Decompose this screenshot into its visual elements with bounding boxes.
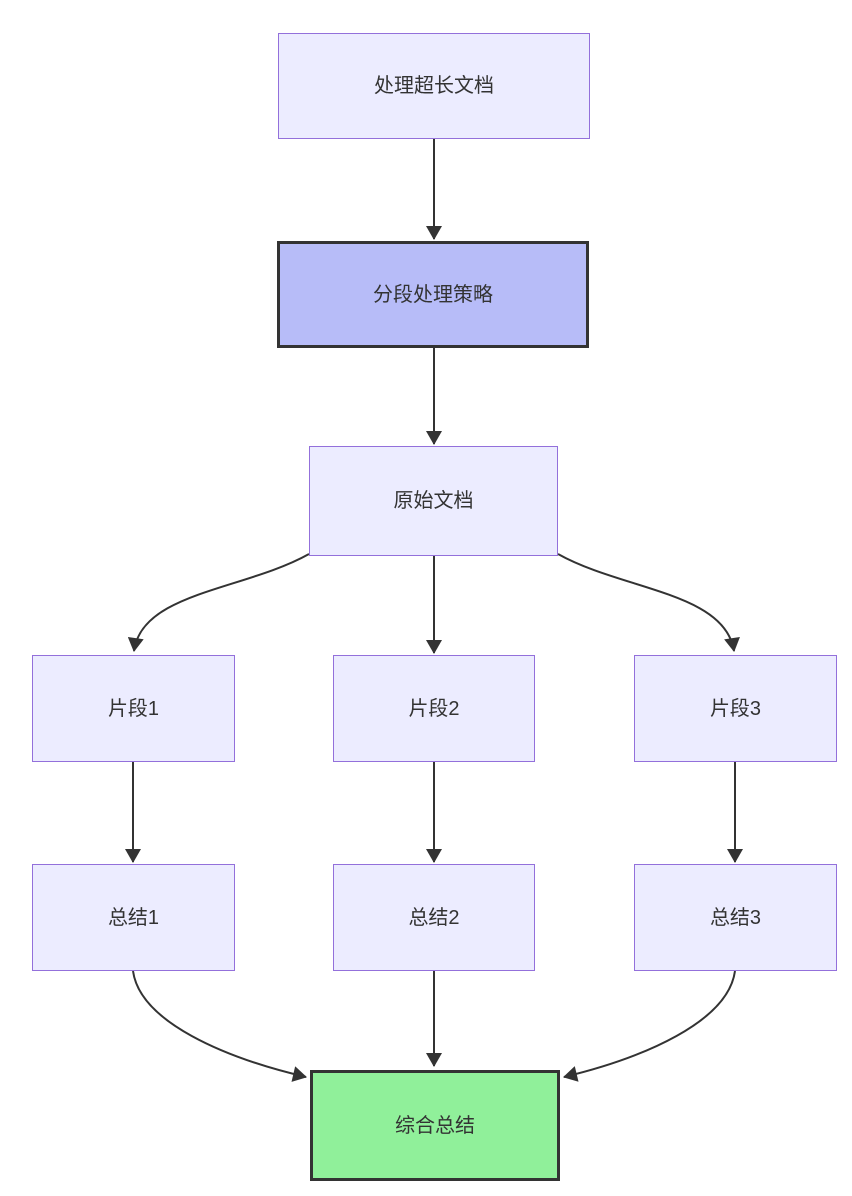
node-label: 原始文档 — [393, 490, 474, 512]
edge-c-d3 — [557, 553, 740, 652]
node-label: 总结2 — [408, 906, 460, 929]
node-fragment-3: 片段3 — [634, 655, 837, 762]
edge-c-d1 — [127, 553, 310, 652]
node-final-summary: 综合总结 — [310, 1070, 560, 1181]
node-label: 片段1 — [107, 697, 160, 720]
node-label: 片段2 — [408, 697, 460, 720]
node-summary-2: 总结2 — [333, 864, 535, 971]
node-label: 分段处理策略 — [373, 283, 493, 306]
node-label: 片段3 — [709, 697, 762, 720]
node-segmentation-strategy: 分段处理策略 — [277, 241, 589, 348]
edge-s1-f — [132, 970, 307, 1082]
node-process-long-document: 处理超长文档 — [278, 33, 590, 139]
node-fragment-1: 片段1 — [32, 655, 235, 762]
node-summary-3: 总结3 — [634, 864, 837, 971]
node-summary-1: 总结1 — [32, 864, 235, 971]
node-label: 总结1 — [107, 906, 160, 929]
node-label: 处理超长文档 — [374, 75, 494, 97]
edge-s3-f — [563, 970, 736, 1082]
node-original-document: 原始文档 — [309, 446, 558, 556]
node-label: 总结3 — [709, 906, 762, 929]
node-fragment-2: 片段2 — [333, 655, 535, 762]
node-label: 综合总结 — [395, 1114, 475, 1137]
